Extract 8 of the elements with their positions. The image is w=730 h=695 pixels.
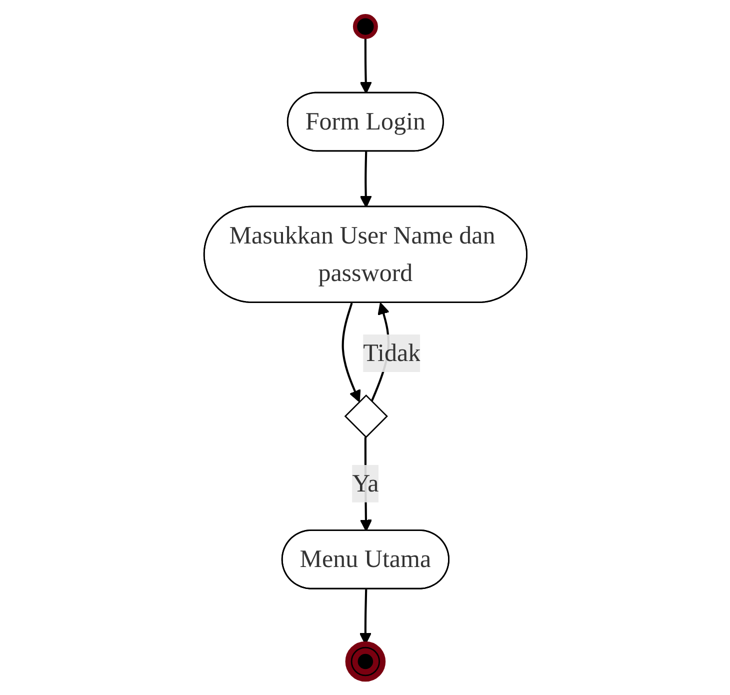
node-bullseye <box>344 641 386 682</box>
arrow <box>359 36 372 94</box>
node-circle <box>352 14 378 40</box>
arrow <box>359 152 372 208</box>
arrow <box>341 302 360 402</box>
edge-label: Tidak <box>362 338 420 366</box>
node-diamond <box>344 394 388 438</box>
edge-label: Ya <box>352 469 378 497</box>
